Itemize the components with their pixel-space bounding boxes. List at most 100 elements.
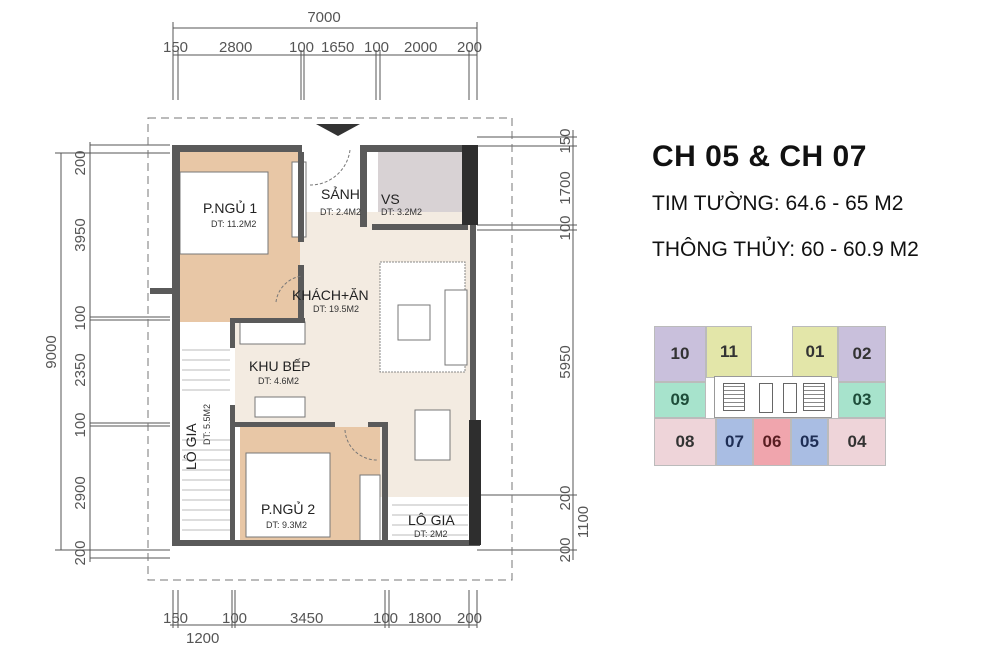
side-ledge-left	[150, 288, 172, 294]
unit-title: CH 05 & CH 07	[652, 140, 867, 173]
unit-06: 06	[753, 418, 791, 466]
unit-02-label: 02	[852, 344, 872, 363]
dim-right-2: 100	[557, 215, 574, 240]
door-swing-bedroom-1	[275, 275, 303, 303]
dim-top-6: 200	[457, 39, 482, 56]
unit-04-label: 04	[847, 432, 867, 451]
dim-top-1: 2800	[219, 39, 252, 56]
room-label-bedroom-1: P.NGỦ 1	[203, 199, 257, 216]
unit-info-panel: CH 05 & CH 07 TIM TƯỜNG: 64.6 - 65 M2 TH…	[652, 140, 992, 284]
dim-bottom-4: 1800	[408, 610, 441, 627]
wall-center-area: TIM TƯỜNG: 64.6 - 65 M2	[652, 192, 904, 215]
unit-05: 05	[791, 418, 828, 466]
dim-right-3: 5950	[557, 345, 574, 378]
dim-top-2: 100	[289, 39, 314, 56]
dim-left-total: 9000	[43, 335, 60, 368]
walls	[172, 145, 480, 546]
door-swing-entry	[309, 149, 351, 186]
room-area-bedroom-2: DT: 9.3M2	[266, 520, 307, 530]
unit-08-label: 08	[675, 432, 695, 451]
floor-key-map: 10 11 01 02 09 03 08 07 06 05 04	[654, 326, 886, 466]
top-dimensions	[172, 22, 478, 100]
boundary-outline	[147, 117, 513, 581]
unit-11: 11	[706, 326, 752, 378]
unit-03-label: 03	[852, 390, 872, 409]
dim-bottom-2: 3450	[290, 610, 323, 627]
dim-top-3: 1650	[321, 39, 354, 56]
floor-plan: 7000 150 2800 100 1650 100 2000 200 150 …	[43, 9, 592, 647]
unit-01-label: 01	[805, 342, 825, 361]
dim-bottom-5: 200	[457, 610, 482, 627]
room-label-lobby: SẢNH	[321, 186, 360, 202]
unit-01: 01	[792, 326, 838, 378]
desk	[359, 474, 381, 543]
dim-top-total: 7000	[307, 9, 340, 26]
room-area-loggia-2: DT: 2M2	[414, 529, 448, 539]
dim-left-6: 200	[72, 540, 89, 565]
sofa	[444, 289, 468, 366]
stair-2-icon	[803, 383, 825, 411]
dim-right-0: 150	[557, 128, 574, 153]
unit-09-label: 09	[670, 390, 690, 409]
unit-08: 08	[654, 418, 716, 466]
dim-top-4: 100	[364, 39, 389, 56]
stair-1-icon	[723, 383, 745, 411]
left-dimensions	[55, 142, 170, 562]
room-label-loggia-1: LÔ GIA	[183, 423, 199, 470]
dim-bottom-1: 100	[222, 610, 247, 627]
unit-06-label: 06	[762, 432, 782, 451]
dark-column-bottom	[469, 420, 481, 545]
elevator-1-icon	[759, 383, 773, 413]
unit-03: 03	[838, 382, 886, 418]
sink-counter	[254, 396, 306, 418]
entrance-arrow-icon	[316, 124, 360, 136]
dim-top-0: 150	[163, 39, 188, 56]
dark-column-top	[462, 145, 478, 225]
loggia-1-floor	[180, 340, 232, 545]
door-swing-bedroom-2	[344, 429, 378, 461]
dim-bottom-0: 150	[163, 610, 188, 627]
east-wall	[470, 225, 476, 420]
unit-11-label: 11	[720, 342, 738, 361]
room-area-bathroom: DT: 3.2M2	[381, 207, 422, 217]
room-area-loggia-1: DT: 5.5M2	[202, 404, 212, 445]
unit-10: 10	[654, 326, 706, 382]
unit-10-label: 10	[670, 344, 690, 363]
unit-07: 07	[716, 418, 753, 466]
room-area-living: DT: 19.5M2	[313, 304, 359, 314]
coffee-table	[397, 304, 431, 341]
unit-07-label: 07	[725, 432, 744, 451]
building-core	[714, 376, 832, 418]
dim-right-1: 1700	[557, 171, 574, 204]
lobby-floor	[300, 152, 370, 212]
dim-left-1: 3950	[72, 218, 89, 251]
bottom-dimensions	[170, 590, 478, 628]
room-area-kitchen: DT: 4.6M2	[258, 376, 299, 386]
unit-05-label: 05	[800, 432, 819, 451]
dim-right-4: 200	[557, 485, 574, 510]
unit-09: 09	[654, 382, 706, 418]
elevator-2-icon	[783, 383, 797, 413]
room-label-bedroom-2: P.NGỦ 2	[261, 500, 315, 517]
room-label-loggia-2: LÔ GIA	[408, 512, 455, 528]
dim-bottom-3: 100	[373, 610, 398, 627]
room-label-bathroom: VS	[381, 191, 400, 207]
dim-right-5: 1100	[575, 506, 592, 538]
dim-left-5: 2900	[72, 476, 89, 509]
stove-counter	[239, 321, 306, 345]
loggia-hatch	[182, 349, 468, 536]
dining-table	[414, 409, 451, 461]
room-label-kitchen: KHU BẾP	[249, 358, 310, 374]
dim-bottom-sub: 1200	[186, 630, 219, 647]
dim-left-4: 100	[72, 412, 89, 437]
room-label-living: KHÁCH+ĂN	[292, 287, 369, 303]
room-area-bedroom-1: DT: 11.2M2	[211, 219, 256, 229]
dim-left-0: 200	[72, 150, 89, 175]
unit-04: 04	[828, 418, 886, 466]
dim-top-5: 2000	[404, 39, 437, 56]
clearance-area: THÔNG THỦY: 60 - 60.9 M2	[652, 238, 919, 261]
bed-2	[245, 452, 331, 538]
right-dimensions	[477, 130, 577, 560]
dim-left-2: 100	[72, 305, 89, 330]
dim-left-3: 2350	[72, 353, 89, 386]
